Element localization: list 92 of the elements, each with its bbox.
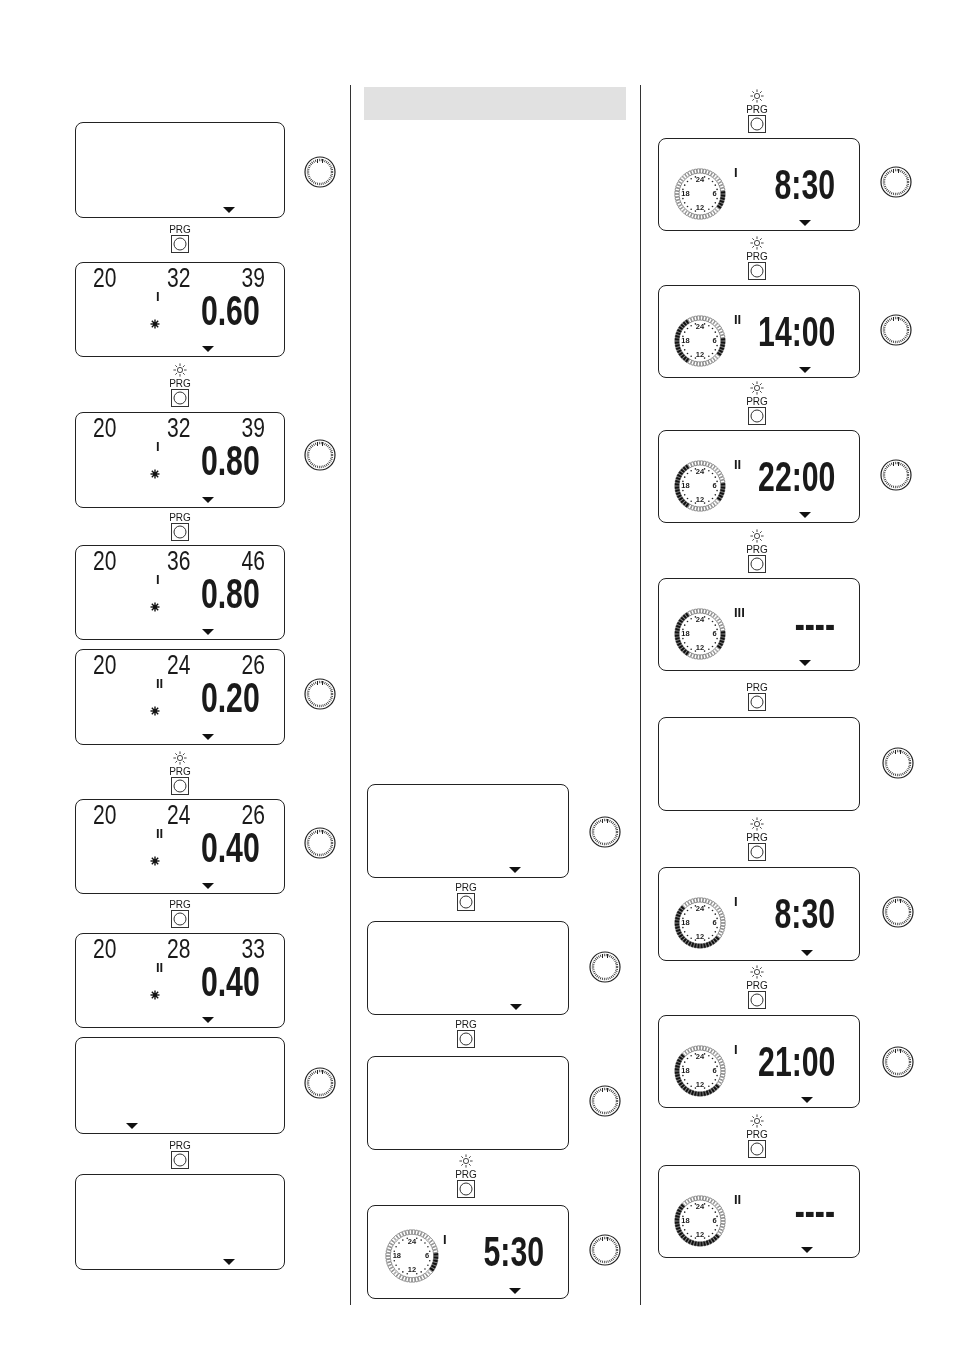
button-label: PRG <box>169 900 191 910</box>
lcd-display <box>658 578 860 671</box>
lcd-number: 26 <box>241 652 265 679</box>
lcd-display <box>75 1037 285 1134</box>
lcd-display <box>367 784 569 878</box>
lcd-value: 0.80 <box>201 573 260 615</box>
lcd-value: 21:00 <box>757 1041 835 1083</box>
lcd-number: 33 <box>241 936 265 963</box>
lcd-value: 8:30 <box>774 164 835 206</box>
button-label: PRG <box>746 1130 768 1140</box>
period-numeral: II <box>734 313 742 326</box>
lcd-display <box>367 921 569 1015</box>
lcd-number: 46 <box>241 548 265 575</box>
lcd-display <box>75 1174 285 1270</box>
lcd-display <box>75 933 285 1028</box>
lcd-display <box>658 1015 860 1108</box>
button-label: PRG <box>746 981 768 991</box>
lcd-number: 26 <box>241 802 265 829</box>
period-numeral: I <box>156 440 160 453</box>
lcd-number: 24 <box>167 802 191 829</box>
period-numeral: II <box>734 1193 742 1206</box>
button-label: PRG <box>746 683 768 693</box>
lcd-number: 20 <box>93 802 117 829</box>
lcd-number: 20 <box>93 548 117 575</box>
button-label: PRG <box>746 545 768 555</box>
lcd-number: 24 <box>167 652 191 679</box>
lcd-display <box>367 1056 569 1150</box>
lcd-display <box>75 799 285 894</box>
heading-band <box>364 87 626 120</box>
button-label: PRG <box>169 767 191 777</box>
clock-dial <box>674 1045 726 1097</box>
clock-dial <box>674 897 726 949</box>
clock-dial <box>674 1195 726 1247</box>
clock-dial <box>674 168 726 220</box>
period-numeral: I <box>156 573 160 586</box>
lcd-value: 0.60 <box>201 290 260 332</box>
lcd-number: 20 <box>93 936 117 963</box>
lcd-display <box>75 122 285 218</box>
lcd-display <box>75 545 285 640</box>
button-label: PRG <box>746 252 768 262</box>
lcd-value: 0.40 <box>201 961 260 1003</box>
period-numeral: II <box>156 961 164 974</box>
lcd-number: 32 <box>167 265 191 292</box>
period-numeral: I <box>156 290 160 303</box>
lcd-value: 0.40 <box>201 827 260 869</box>
lcd-display <box>75 262 285 357</box>
clock-dial <box>674 315 726 367</box>
lcd-display <box>658 285 860 378</box>
lcd-value: 0.80 <box>201 440 260 482</box>
lcd-display <box>658 717 860 811</box>
lcd-number: 32 <box>167 415 191 442</box>
lcd-number: 20 <box>93 265 117 292</box>
button-label: PRG <box>169 225 191 235</box>
period-numeral: III <box>734 606 745 619</box>
button-label: PRG <box>746 397 768 407</box>
button-label: PRG <box>169 513 191 523</box>
lcd-display <box>75 649 285 745</box>
button-label: PRG <box>455 883 477 893</box>
lcd-value: 0.20 <box>201 677 260 719</box>
clock-dial <box>674 460 726 512</box>
lcd-value: 8:30 <box>774 893 835 935</box>
button-label: PRG <box>746 105 768 115</box>
lcd-number: 20 <box>93 415 117 442</box>
period-numeral: II <box>156 827 164 840</box>
lcd-display <box>75 412 285 508</box>
button-label: PRG <box>455 1020 477 1030</box>
period-numeral: I <box>734 1043 738 1056</box>
lcd-number: 36 <box>167 548 191 575</box>
button-label: PRG <box>455 1170 477 1180</box>
lcd-value: 5:30 <box>483 1231 544 1273</box>
lcd-number: 28 <box>167 936 191 963</box>
clock-dial <box>674 608 726 660</box>
lcd-display <box>658 867 860 961</box>
lcd-number: 39 <box>241 265 265 292</box>
button-label: PRG <box>746 833 768 843</box>
lcd-display <box>658 138 860 231</box>
lcd-value: 22:00 <box>757 456 835 498</box>
period-numeral: II <box>734 458 742 471</box>
period-numeral: I <box>734 166 738 179</box>
lcd-display <box>658 1165 860 1258</box>
button-label: PRG <box>169 1141 191 1151</box>
lcd-display <box>367 1205 569 1299</box>
lcd-display <box>658 430 860 523</box>
period-numeral: I <box>443 1233 447 1246</box>
lcd-number: 20 <box>93 652 117 679</box>
button-label: PRG <box>169 379 191 389</box>
lcd-value: ---- <box>794 1191 835 1233</box>
lcd-value: ---- <box>794 604 835 646</box>
lcd-value: 14:00 <box>757 311 835 353</box>
lcd-number: 39 <box>241 415 265 442</box>
period-numeral: I <box>734 895 738 908</box>
period-numeral: II <box>156 677 164 690</box>
